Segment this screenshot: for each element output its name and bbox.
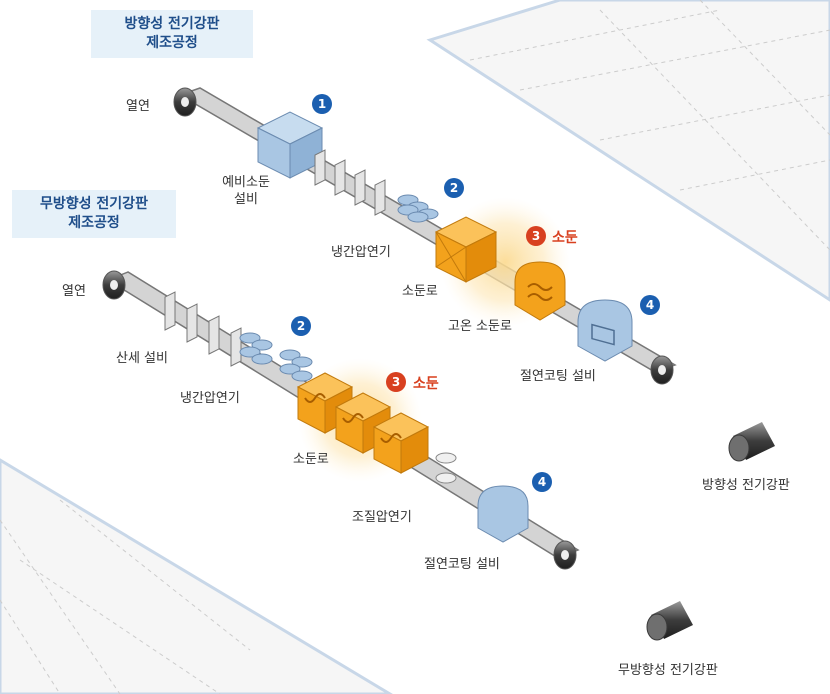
go-annealing-furnace-label: 소둔로 [402,284,438,299]
go-pre-anneal-line1: 예비소둔 [222,175,270,190]
go-step3-title: 소둔 [552,230,578,246]
grain-oriented-line [173,87,677,385]
go-pre-anneal-label: 예비소둔 설비 [216,174,276,208]
no-cold-rolling-label: 냉간압연기 [180,391,240,406]
go-end-coil [650,355,674,385]
go-annealing-furnace [434,216,498,283]
no-pickling-label: 산세 설비 [116,351,168,366]
go-product-coil [728,422,775,462]
go-step2-badge: 2 [444,178,464,198]
go-step3-badge: 3 [526,226,546,246]
no-cold-rolling-rolls [239,332,313,382]
go-product-label: 방향성 전기강판 [702,478,790,493]
no-product-label: 무방향성 전기강판 [618,663,718,678]
go-coating-label: 절연코팅 설비 [520,369,596,384]
no-process-title: 무방향성 전기강판 제조공정 [12,190,176,238]
no-coating-label: 절연코팅 설비 [424,557,500,572]
go-high-temp-furnace-label: 고온 소둔로 [448,319,512,334]
no-product-coil [646,601,693,641]
no-title-line2: 제조공정 [68,215,120,231]
go-hot-rolled-label: 열연 [126,99,150,114]
go-pre-anneal-line2: 설비 [234,192,258,207]
go-pre-annealing-unit [256,111,324,179]
go-title-line2: 제조공정 [146,35,198,51]
go-high-temp-furnace [514,261,566,321]
no-step4-badge: 4 [532,472,552,492]
no-title-line1: 무방향성 전기강판 [40,196,148,212]
go-start-coil [173,87,197,117]
no-step2-badge: 2 [291,316,311,336]
no-step3-badge: 3 [386,372,406,392]
no-annealing-furnace-label: 소둔로 [293,452,329,467]
no-skin-pass-rolls [435,452,457,484]
go-process-title: 방향성 전기강판 제조공정 [91,10,253,58]
go-step1-badge: 1 [312,94,332,114]
go-cold-rolling-label: 냉간압연기 [331,245,391,260]
no-step3-title: 소둔 [413,376,439,392]
go-step4-badge: 4 [640,295,660,315]
go-cold-rolling-rolls [397,194,439,223]
go-title-line1: 방향성 전기강판 [124,16,220,32]
no-coating-unit [477,485,529,543]
no-skin-pass-label: 조질압연기 [352,510,412,525]
no-pickling-stands [164,291,242,367]
no-start-coil [102,270,126,300]
no-hot-rolled-label: 열연 [62,284,86,299]
no-annealing-furnaces [296,372,430,474]
go-rolling-stands [314,149,386,216]
no-end-coil [553,540,577,570]
go-coating-unit [577,299,633,362]
